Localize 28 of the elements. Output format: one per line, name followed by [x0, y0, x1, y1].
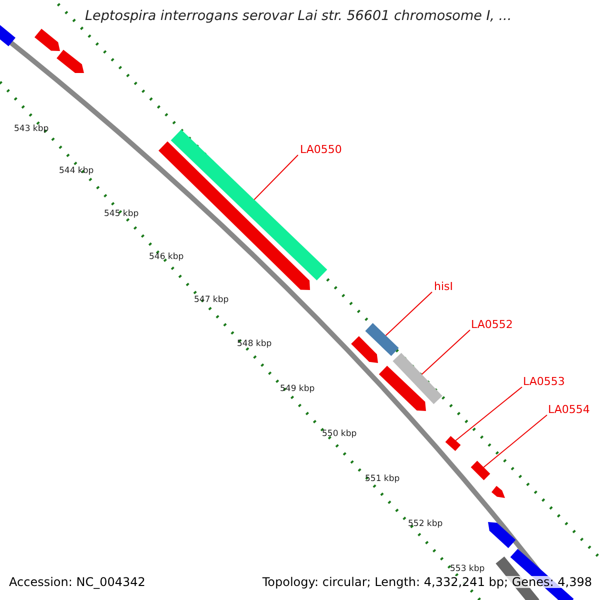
accession-text: Accession: NC_004342 [9, 576, 146, 588]
scale-label: 543 kbp [14, 125, 49, 134]
gene-label: LA0552 [471, 319, 513, 330]
map-title: Leptospira interrogans serovar Lai str. 56601 chromosome I, ... [85, 10, 512, 24]
scale-label: 547 kbp [194, 296, 229, 304]
gene-label: hisI [434, 281, 454, 292]
gene-bar [470, 460, 490, 480]
scale-label: 551 kbp [365, 475, 400, 484]
leader-line [483, 414, 548, 468]
scale-label: 546 kbp [149, 253, 184, 262]
gene-label: LA0550 [300, 144, 342, 155]
scale-label: 553 kbp [450, 565, 485, 574]
leader-line [455, 386, 522, 441]
summary-text: Topology: circular; Length: 4,332,241 bp; Genes: 4,398 [262, 576, 592, 588]
scale-label: 545 kbp [104, 210, 139, 218]
leader-line [254, 154, 298, 200]
scale-label: 552 kbp [408, 520, 443, 528]
leader-line [385, 292, 432, 336]
gene-bar [392, 352, 442, 404]
gene-bar [365, 323, 399, 356]
gene-bar [445, 436, 461, 451]
gene-label: LA0554 [548, 404, 590, 415]
leader-line [421, 330, 470, 375]
gene-label: LA0553 [523, 376, 565, 387]
scale-label: 544 kbp [59, 167, 94, 176]
scale-label: 548 kbp [237, 340, 272, 348]
scale-label: 550 kbp [322, 430, 357, 438]
scale-label: 549 kbp [280, 385, 315, 394]
